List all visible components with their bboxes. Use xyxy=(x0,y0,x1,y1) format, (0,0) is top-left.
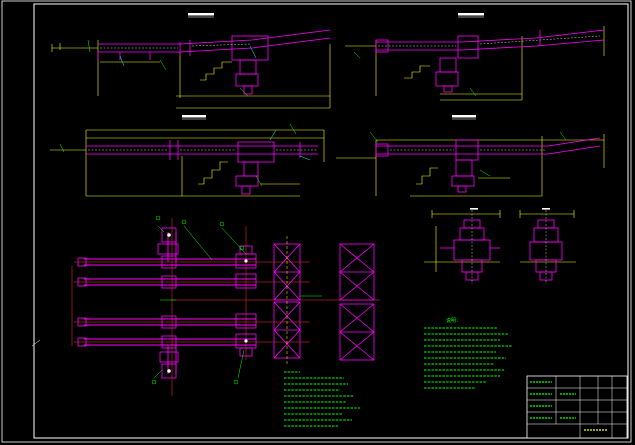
view-title-bar xyxy=(182,115,206,118)
notes-heading: 说明： xyxy=(446,317,461,324)
section-a xyxy=(424,208,501,284)
elevation-top-right xyxy=(345,13,605,101)
elevation-top-left xyxy=(51,13,331,109)
elevation-middle-left xyxy=(50,115,325,197)
general-notes: 说明： xyxy=(424,317,512,389)
equipment-notes xyxy=(284,371,360,427)
view-title-bar xyxy=(458,13,484,16)
title-block xyxy=(526,375,628,439)
plan-layout xyxy=(31,215,380,396)
view-title-bar xyxy=(452,115,476,118)
elevation-middle-right xyxy=(336,115,605,197)
section-b xyxy=(519,208,576,284)
view-title-bar xyxy=(188,13,214,16)
inner-frame xyxy=(33,3,629,439)
